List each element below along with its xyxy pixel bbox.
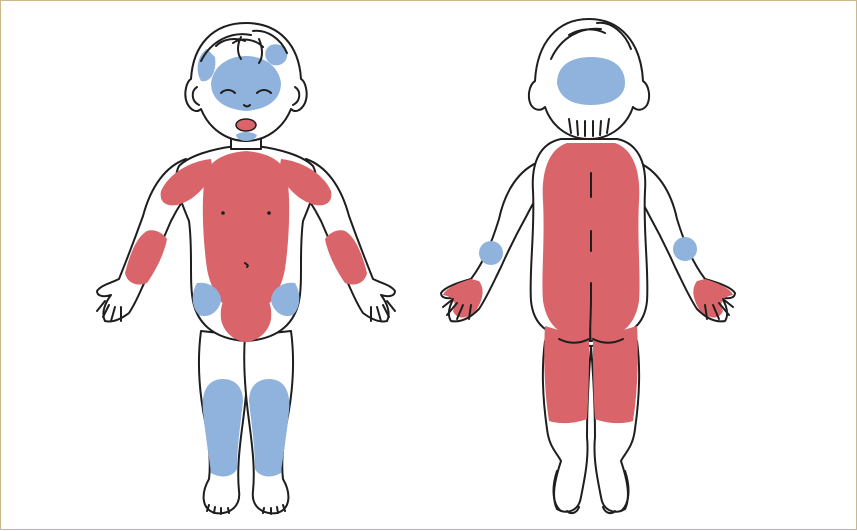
back-left-elbow-region (479, 241, 503, 265)
front-view (97, 23, 395, 514)
back-view (441, 19, 735, 513)
front-mouth (236, 119, 256, 131)
front-face-region (211, 56, 281, 111)
back-right-elbow-region (673, 237, 697, 261)
front-right-forearm-region (325, 230, 367, 284)
front-right-nipple (267, 211, 271, 215)
front-left-forearm-region (125, 230, 167, 284)
back-scalp-region (557, 57, 625, 105)
front-left-nipple (221, 211, 225, 215)
